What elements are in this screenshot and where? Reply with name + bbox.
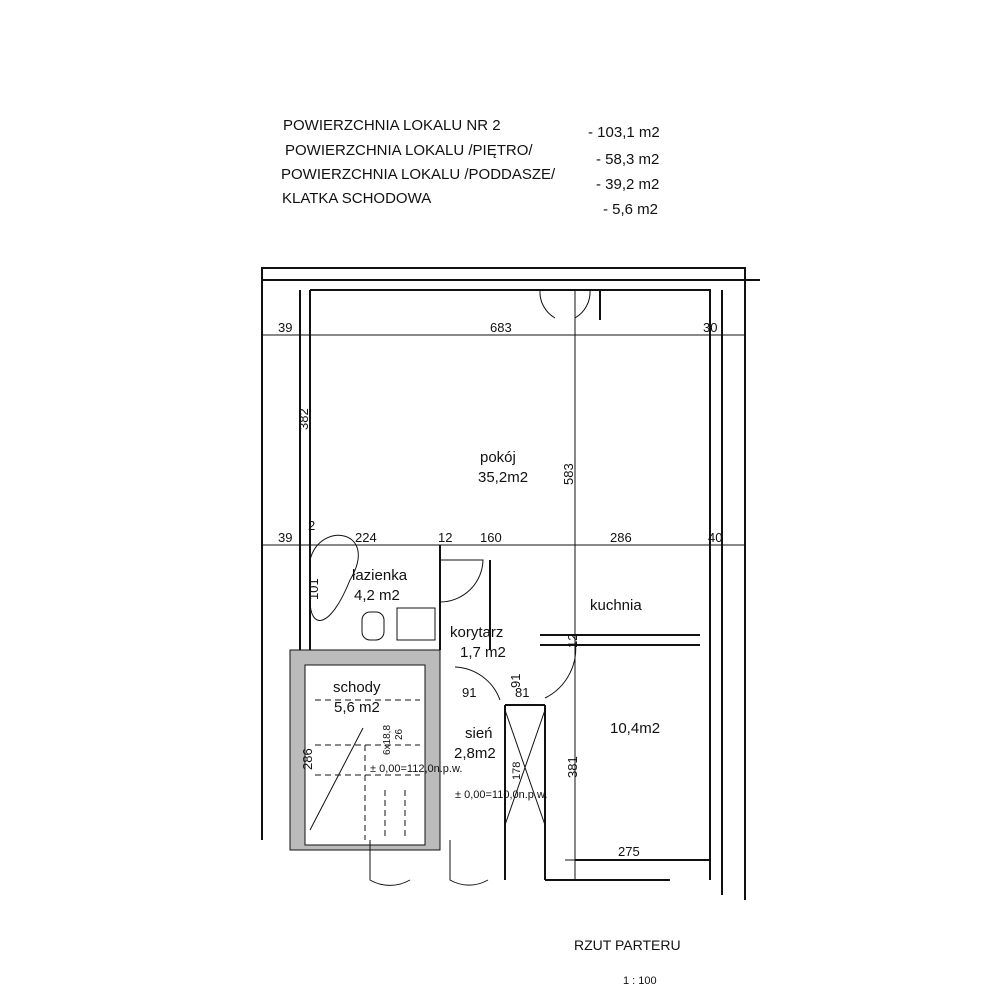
room-lazienka-name: łazienka xyxy=(352,567,408,584)
room-korytarz-name: korytarz xyxy=(450,624,503,641)
dim-top-mid: 683 xyxy=(490,320,512,335)
doors xyxy=(369,289,591,886)
summary-value-1: - 58,3 m2 xyxy=(596,151,660,168)
level-mark-1: ± 0,00=112,0n.p.w. xyxy=(370,763,462,775)
room-lazienka-area: 4,2 m2 xyxy=(354,587,400,604)
room-pokoj-name: pokój xyxy=(480,449,516,466)
dim-stairs-width: 26 xyxy=(394,728,405,740)
dim-mid-e: 160 xyxy=(480,530,502,545)
summary-label-2: POWIERZCHNIA LOKALU /PODDASZE/ xyxy=(281,166,556,183)
dim-bath-vertical: 101 xyxy=(306,578,321,600)
dim-mid-a: 39 xyxy=(278,530,292,545)
summary-label-1: POWIERZCHNIA LOKALU /PIĘTRO/ xyxy=(285,142,533,159)
dim-top-right: 30 xyxy=(703,320,717,335)
summary-value-0: - 103,1 m2 xyxy=(588,124,660,141)
dimension-lines xyxy=(262,334,745,861)
stairs xyxy=(309,699,420,840)
level-mark-2: ± 0,00=110,0n.p.w. xyxy=(455,789,547,801)
room-sien-area: 2,8m2 xyxy=(454,745,496,762)
dim-mid-g: 40 xyxy=(708,530,722,545)
summary-value-2: - 39,2 m2 xyxy=(596,176,660,193)
dim-pokoj-vertical: 583 xyxy=(561,463,576,485)
room-kuchnia-area: 10,4m2 xyxy=(610,720,660,737)
room-korytarz-area: 1,7 m2 xyxy=(460,644,506,661)
summary-value-3: - 5,6 m2 xyxy=(603,201,659,218)
dim-top-left: 39 xyxy=(278,320,292,335)
room-schody-name: schody xyxy=(333,679,381,696)
plan-title: RZUT PARTERU xyxy=(574,937,681,953)
dim-mid-f: 286 xyxy=(610,530,632,545)
dim-mid-c: 224 xyxy=(355,530,377,545)
dim-mid-d: 12 xyxy=(438,530,452,545)
bathtub-icon xyxy=(309,534,359,621)
dim-door-81: 81 xyxy=(515,685,529,700)
room-schody-area: 5,6 m2 xyxy=(334,699,380,716)
plan-scale: 1 : 100 xyxy=(623,975,657,987)
summary-label-3: KLATKA SCHODOWA xyxy=(282,190,432,207)
room-pokoj-area: 35,2m2 xyxy=(478,469,528,486)
walls xyxy=(261,267,760,900)
dim-vert-12: 12 xyxy=(565,634,580,648)
washing-machine-icon xyxy=(396,607,436,641)
dim-door-91: 91 xyxy=(462,685,476,700)
summary-label-0: POWIERZCHNIA LOKALU NR 2 xyxy=(283,117,501,134)
toilet-icon xyxy=(361,611,385,641)
room-kuchnia-name: kuchnia xyxy=(590,597,642,614)
dim-stairs-vertical: 286 xyxy=(300,748,315,770)
room-sien-name: sień xyxy=(465,725,493,742)
dim-kitchen-bottom: 275 xyxy=(618,844,640,859)
dim-door-91-vertical: 91 xyxy=(508,674,523,688)
dim-mid-b: 2 xyxy=(308,518,315,533)
dim-sien-178: 178 xyxy=(511,762,523,780)
dim-left-vertical: 382 xyxy=(296,408,311,430)
dim-stairs-steps: 6x18,8 xyxy=(382,725,393,755)
dim-sien-vertical: 381 xyxy=(565,756,580,778)
